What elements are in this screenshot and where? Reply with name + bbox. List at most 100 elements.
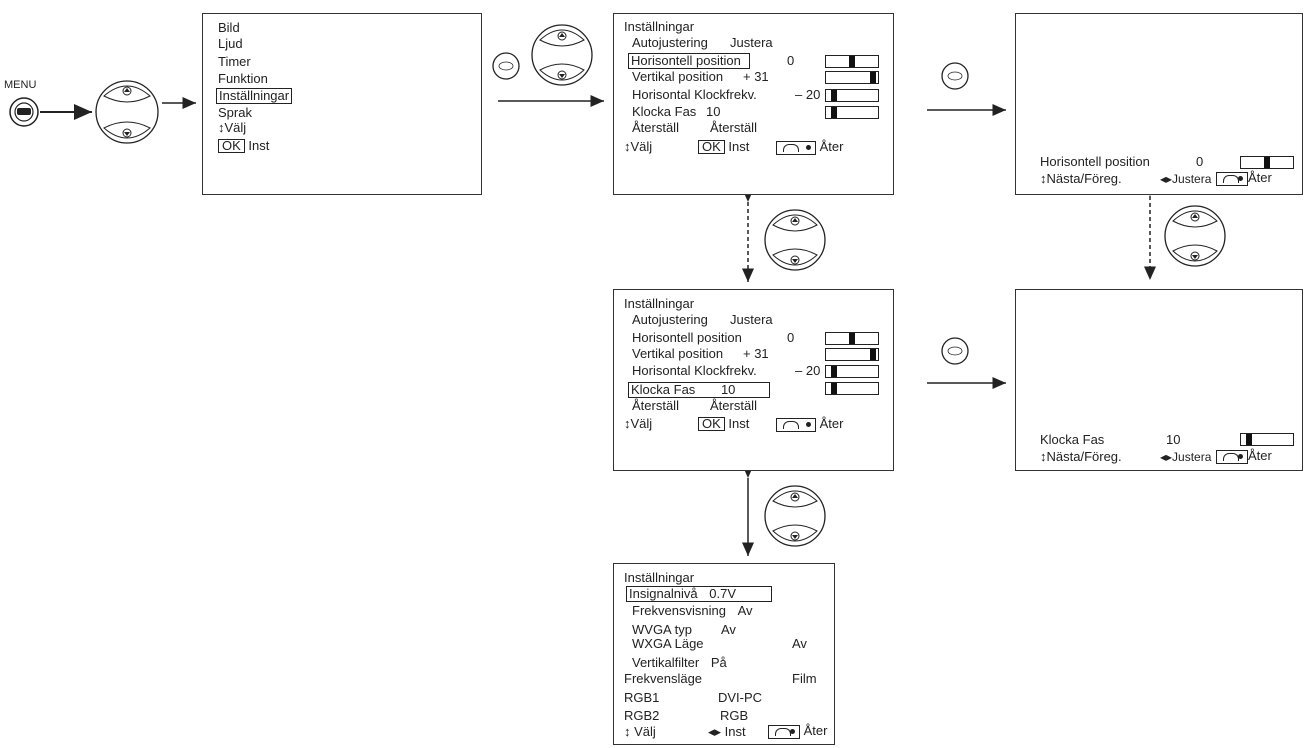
menu-item-installningar[interactable]: Inställningar bbox=[216, 88, 293, 104]
frekvenslage-row-label[interactable]: Frekvensläge bbox=[624, 671, 703, 686]
h-pos-bar bbox=[825, 55, 879, 68]
hint-back-text: Åter bbox=[819, 139, 844, 154]
h-clock-label[interactable]: Horisontal Klockfrekv. bbox=[632, 363, 757, 378]
autojustering-label[interactable]: Autojustering bbox=[632, 312, 708, 327]
menu-button-icon[interactable] bbox=[9, 97, 39, 127]
hint-back-text: Åter bbox=[803, 723, 828, 738]
reset-label[interactable]: Återställ bbox=[632, 398, 679, 413]
v-pos-bar bbox=[825, 348, 879, 361]
autojustering-value: Justera bbox=[730, 312, 773, 327]
bar-fill bbox=[849, 56, 855, 67]
frekvensvisning-row[interactable]: Frekvensvisning Av bbox=[632, 604, 753, 618]
reset-label[interactable]: Återställ bbox=[632, 120, 679, 135]
hint-nav: ↕Nästa/Föreg. bbox=[1040, 171, 1122, 186]
ok-button-icon[interactable] bbox=[941, 337, 969, 365]
bar-fill bbox=[831, 90, 837, 101]
hint-back-text: Åter bbox=[1248, 170, 1272, 185]
settings-screen-2 bbox=[613, 289, 894, 471]
back-button-icon bbox=[776, 140, 816, 155]
phase-value: 10 bbox=[706, 104, 721, 119]
rgb1-row-label[interactable]: RGB1 bbox=[624, 690, 660, 705]
reset-value: Återställ bbox=[710, 120, 757, 135]
h-clock-bar bbox=[825, 365, 879, 378]
v-pos-value: + 31 bbox=[743, 346, 769, 361]
rgb2-row-value: RGB bbox=[720, 708, 749, 723]
menu-item-funktion[interactable]: Funktion bbox=[218, 71, 268, 86]
dpad-icon[interactable] bbox=[95, 80, 159, 144]
row-value: 0.7V bbox=[709, 586, 737, 601]
detail-value: 10 bbox=[1166, 432, 1181, 447]
row-value: Av bbox=[737, 603, 753, 618]
bar-fill bbox=[870, 349, 876, 360]
detail-value: 0 bbox=[1196, 154, 1204, 169]
dpad-icon[interactable] bbox=[764, 209, 826, 271]
settings-screen-3 bbox=[613, 563, 835, 745]
dpad-icon[interactable] bbox=[764, 485, 826, 547]
insignalniva-row-selected[interactable]: Insignalnivå 0.7V bbox=[626, 586, 772, 602]
ok-badge: OK bbox=[698, 417, 725, 431]
hint-ok: OK Inst bbox=[218, 139, 269, 153]
phase-label[interactable]: Klocka Fas bbox=[632, 104, 697, 119]
row-label: Frekvensvisning bbox=[632, 603, 726, 618]
hint-inst: ◂▸ Inst bbox=[708, 724, 746, 739]
row-value: På bbox=[710, 655, 727, 670]
v-pos-label[interactable]: Vertikal position bbox=[632, 69, 724, 84]
hint-back: Åter bbox=[776, 140, 843, 155]
menu-item-timer[interactable]: Timer bbox=[218, 54, 251, 69]
bar-fill bbox=[1246, 434, 1252, 445]
v-pos-label[interactable]: Vertikal position bbox=[632, 346, 724, 361]
row-label: Insignalnivå bbox=[629, 586, 698, 601]
h-clock-value: – 20 bbox=[795, 87, 821, 102]
settings-screen-1 bbox=[613, 13, 894, 195]
settings-title: Inställningar bbox=[624, 19, 695, 34]
dpad-icon[interactable] bbox=[531, 24, 593, 86]
hint-ok-text: Inst bbox=[728, 139, 750, 154]
menu-key-label: MENU bbox=[4, 79, 37, 91]
menu-item-sprak[interactable]: Sprak bbox=[218, 105, 252, 120]
hint-select: ↕ Välj bbox=[624, 724, 656, 739]
menu-item-bild[interactable]: Bild bbox=[218, 20, 240, 35]
h-pos-label[interactable]: Horisontell position bbox=[632, 330, 742, 345]
hint-back-text: Åter bbox=[1248, 448, 1272, 463]
h-pos-value: 0 bbox=[787, 53, 795, 68]
hint-select: ↕Välj bbox=[624, 139, 653, 154]
hint-adjust: ◂▸Justera bbox=[1160, 172, 1212, 186]
ok-button-icon[interactable] bbox=[941, 62, 969, 90]
h-clock-value: – 20 bbox=[795, 363, 821, 378]
menu-item-ljud[interactable]: Ljud bbox=[218, 36, 243, 51]
hint-adjust: ◂▸Justera bbox=[1160, 450, 1212, 464]
detail-bar[interactable] bbox=[1240, 156, 1294, 169]
rgb2-row-label[interactable]: RGB2 bbox=[624, 708, 660, 723]
detail-bar[interactable] bbox=[1240, 433, 1294, 446]
bar-fill bbox=[831, 366, 837, 377]
hint-ok: OK Inst bbox=[698, 140, 749, 154]
phase-bar bbox=[825, 106, 879, 119]
bar-fill bbox=[849, 333, 855, 344]
ok-button-icon[interactable] bbox=[492, 52, 520, 80]
h-pos-label-selected[interactable]: Horisontell position bbox=[628, 53, 750, 69]
bar-fill bbox=[831, 383, 837, 394]
dpad-icon[interactable] bbox=[1164, 205, 1226, 267]
hint-select: ↕Välj bbox=[218, 120, 247, 135]
frekvenslage-row-value: Film bbox=[792, 671, 817, 686]
v-pos-bar bbox=[825, 71, 879, 84]
h-clock-label[interactable]: Horisontal Klockfrekv. bbox=[632, 87, 757, 102]
v-pos-value: + 31 bbox=[743, 69, 769, 84]
reset-value: Återställ bbox=[710, 398, 757, 413]
wvga-row-label[interactable]: WVGA typ bbox=[632, 622, 692, 637]
phase-label: Klocka Fas bbox=[631, 382, 696, 397]
rgb1-row-value: DVI-PC bbox=[718, 690, 763, 705]
phase-value: 10 bbox=[720, 382, 736, 397]
back-button-icon bbox=[776, 417, 816, 432]
wxga-row-label[interactable]: WXGA Läge bbox=[632, 636, 704, 651]
autojustering-value: Justera bbox=[730, 35, 773, 50]
vertikalfilter-row[interactable]: Vertikalfilter På bbox=[632, 656, 727, 670]
autojustering-label[interactable]: Autojustering bbox=[632, 35, 708, 50]
main-menu-screen bbox=[202, 13, 482, 195]
bar-fill bbox=[831, 107, 837, 118]
back-button-icon bbox=[768, 724, 800, 739]
h-clock-bar bbox=[825, 89, 879, 102]
phase-label-selected[interactable]: Klocka Fas 10 bbox=[628, 382, 770, 398]
h-pos-value: 0 bbox=[787, 330, 795, 345]
